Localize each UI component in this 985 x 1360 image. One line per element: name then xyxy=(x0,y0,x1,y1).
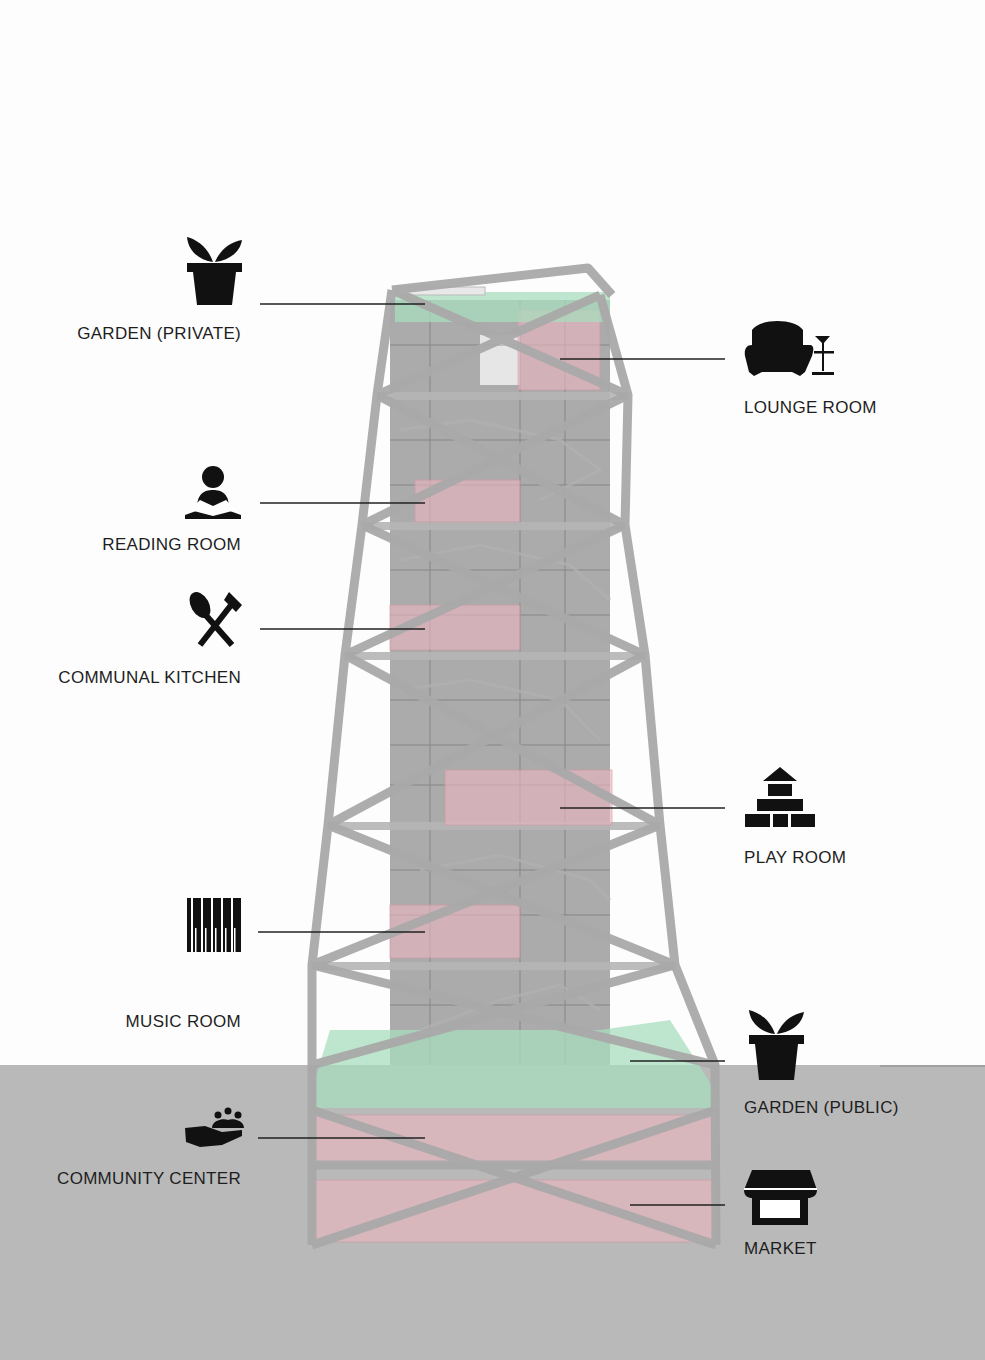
public-garden xyxy=(315,1020,718,1108)
blocks-icon xyxy=(745,767,815,827)
plant-icon xyxy=(187,237,242,305)
store-icon xyxy=(744,1170,817,1225)
icons xyxy=(185,237,834,1225)
room-label: LOUNGE ROOM xyxy=(744,398,877,418)
room-label: GARDEN (PUBLIC) xyxy=(744,1098,899,1118)
ground-line xyxy=(880,1066,985,1067)
room-label: PLAY ROOM xyxy=(744,848,846,868)
room-label: READING ROOM xyxy=(102,535,241,555)
room-label: GARDEN (PRIVATE) xyxy=(77,324,241,344)
frame xyxy=(312,268,716,1245)
piano-icon xyxy=(187,898,241,952)
leader-lines xyxy=(258,304,725,1205)
cutlery-icon xyxy=(185,588,242,645)
reader-icon xyxy=(185,466,241,519)
armchair-icon xyxy=(745,321,834,376)
ground xyxy=(0,1065,985,1360)
plant-icon xyxy=(749,1010,804,1080)
community-icon xyxy=(185,1108,244,1148)
room-label: MUSIC ROOM xyxy=(126,1012,241,1032)
room-label: COMMUNAL KITCHEN xyxy=(58,668,241,688)
room-label: COMMUNITY CENTER xyxy=(57,1169,241,1189)
room-label: MARKET xyxy=(744,1239,817,1259)
